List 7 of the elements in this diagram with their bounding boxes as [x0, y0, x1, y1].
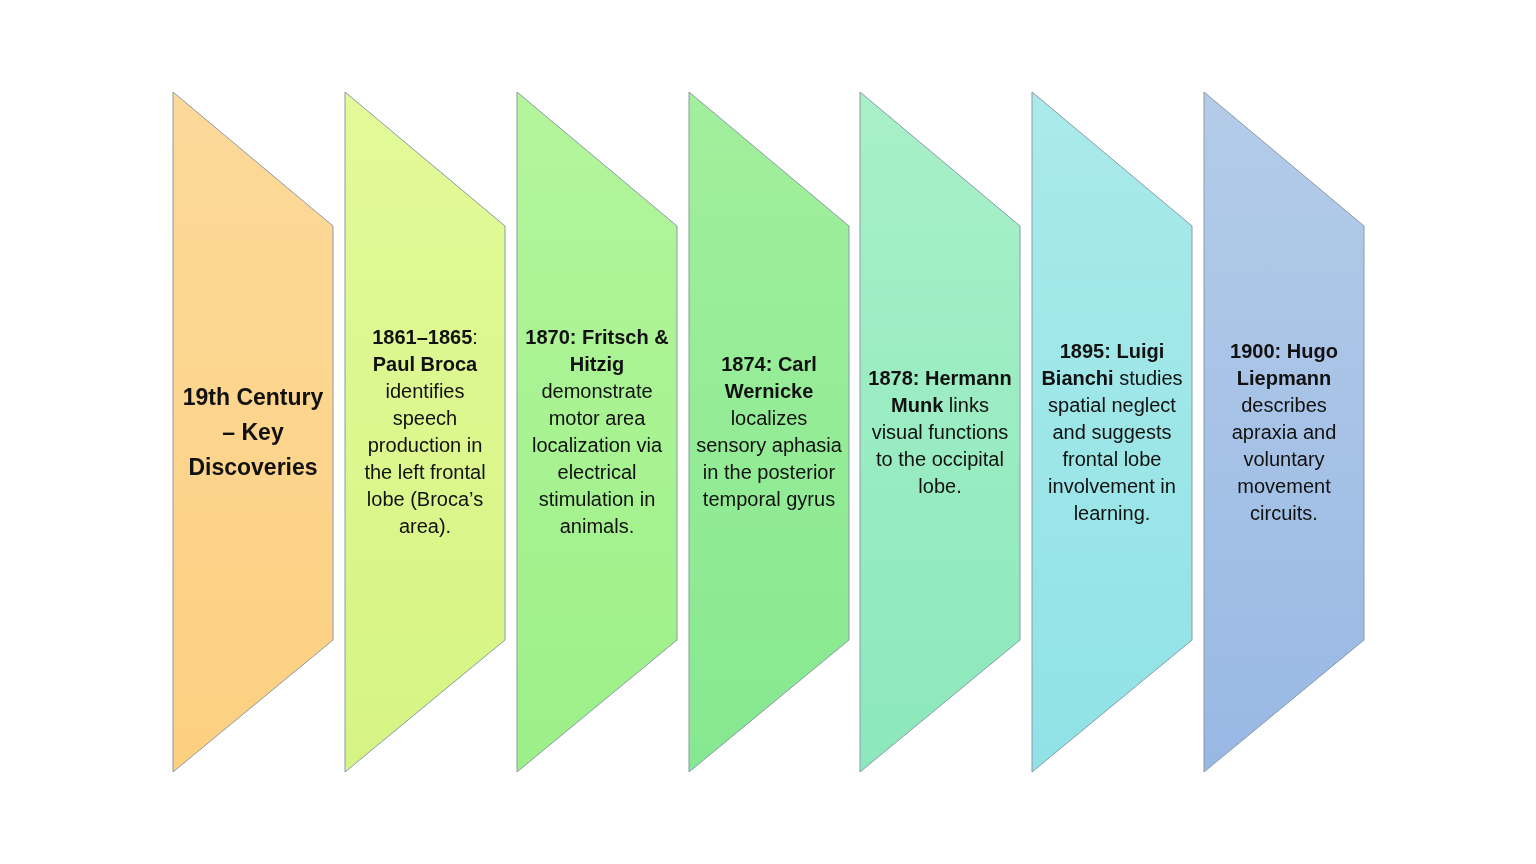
- timeline-entry: 1861–1865: Paul Broca identifies speech production in the left frontal lobe (Broca’s area).: [363, 325, 487, 539]
- timeline-entry: 1900: Hugo Liepmann describes apraxia and voluntary movement circuits.: [1229, 338, 1339, 526]
- timeline-heading: 19th Century – Key Discoveries: [181, 382, 325, 482]
- timeline-entry: 1878: Hermann Munk links visual functions to the occipital lobe.: [867, 365, 1013, 499]
- timeline-entry: 1895: Luigi Bianchi studies spatial neglect and suggests frontal lobe involvement in learning.: [1040, 338, 1184, 526]
- timeline-entry: 1870: Fritsch & Hitzig demonstrate motor area localization via electrical stimulation in animals.: [524, 325, 670, 539]
- timeline-entry: 1874: Carl Wernicke localizes sensory aphasia in the posterior temporal gyrus: [696, 352, 842, 512]
